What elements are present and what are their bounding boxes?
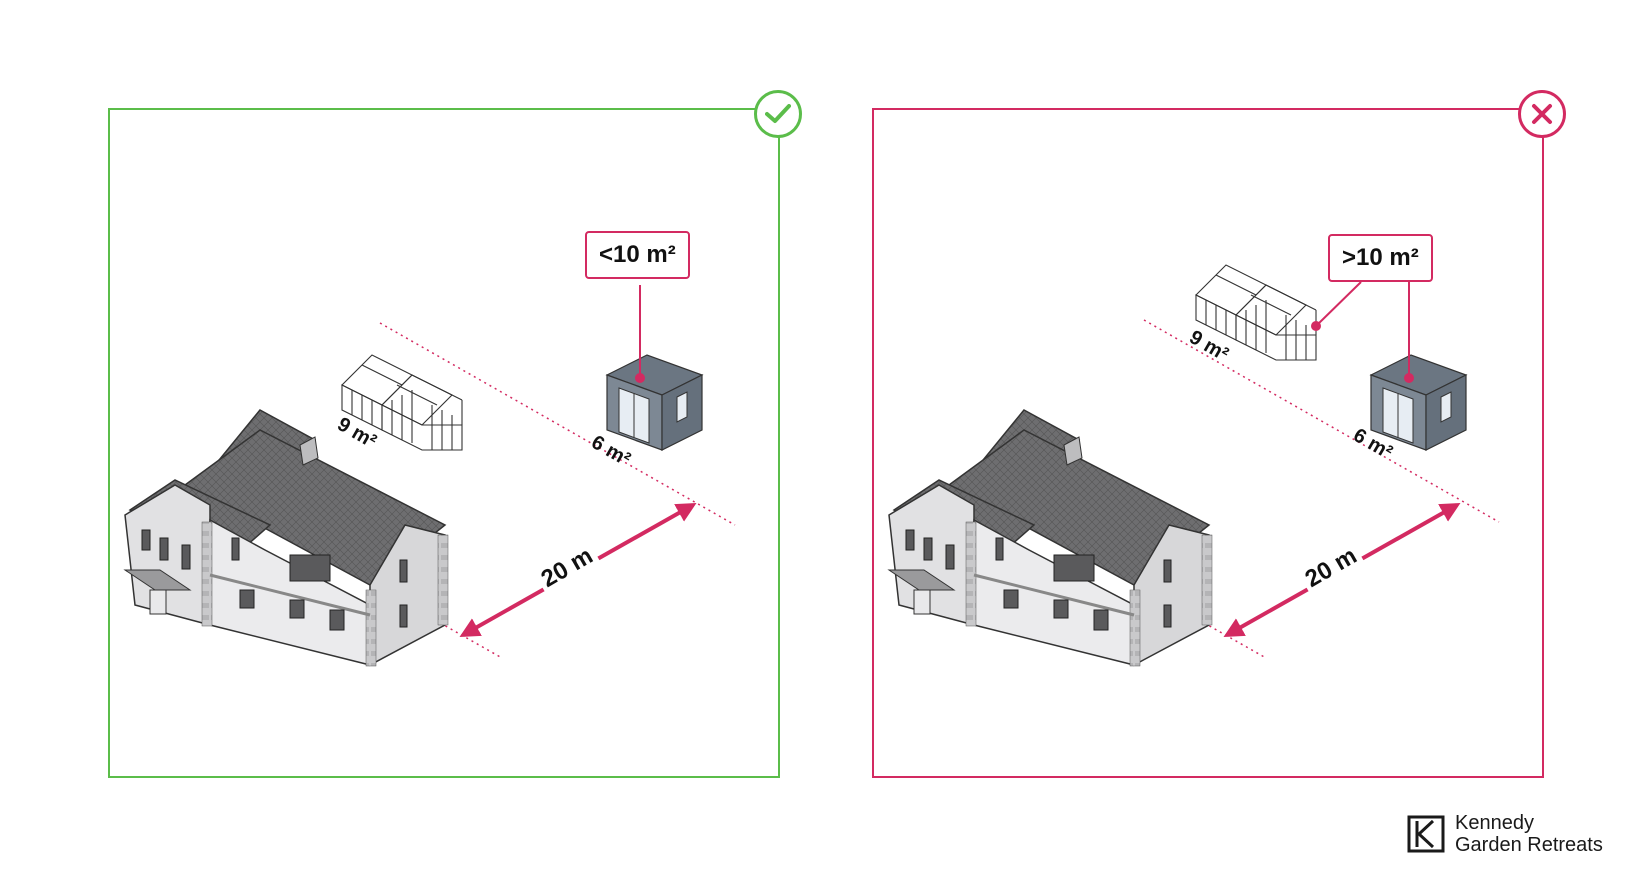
callout-dot-greenhouse	[1311, 321, 1321, 331]
property-scene	[123, 285, 736, 668]
status-badge	[1518, 90, 1566, 138]
brand-logo: Kennedy Garden Retreats	[1407, 812, 1603, 856]
garden-office	[1370, 354, 1467, 451]
boundary-line	[379, 322, 736, 526]
house	[887, 408, 1214, 668]
callout-line-greenhouse	[1315, 281, 1362, 327]
brand-line-2: Garden Retreats	[1455, 834, 1603, 856]
house	[123, 408, 450, 668]
check-icon	[765, 104, 791, 123]
allowed-example-panel: <10 m² 9 m² 6 m² 20 m	[108, 90, 802, 778]
area-callout: >10 m²	[1328, 234, 1433, 282]
house-line	[434, 619, 503, 659]
not-allowed-example-panel: >10 m² 9 m² 6 m² 20 m	[872, 90, 1566, 778]
kgr-logo-icon	[1407, 815, 1445, 853]
status-badge	[754, 90, 802, 138]
boundary-line	[1143, 319, 1500, 523]
cross-icon	[1532, 104, 1552, 124]
brand-name: Kennedy Garden Retreats	[1455, 812, 1603, 856]
brand-line-1: Kennedy	[1455, 812, 1534, 834]
house-line	[1198, 619, 1267, 659]
area-callout: <10 m²	[585, 231, 690, 279]
callout-dot	[635, 373, 645, 383]
garden-office	[606, 354, 703, 451]
callout-dot-office	[1404, 373, 1414, 383]
property-scene	[887, 264, 1500, 668]
